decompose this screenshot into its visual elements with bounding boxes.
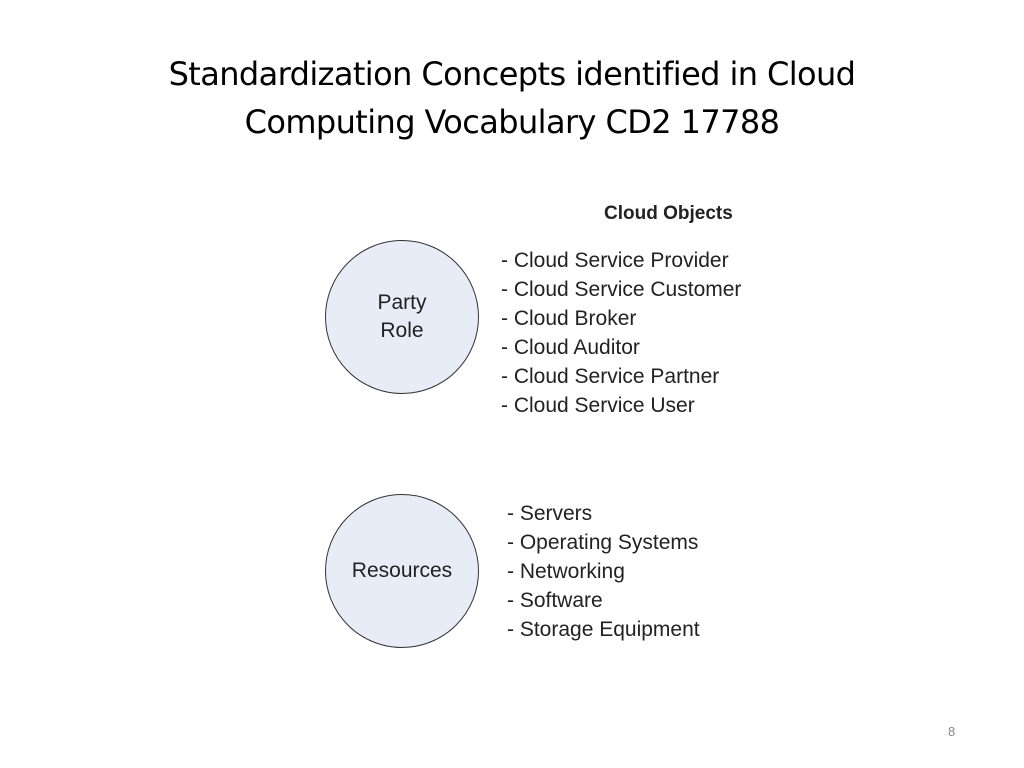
party-role-label-line-1: Party xyxy=(377,291,427,314)
list-item: - Storage Equipment xyxy=(507,618,700,641)
page-number: 8 xyxy=(948,724,956,739)
list-item: - Cloud Service Partner xyxy=(501,365,720,388)
resources-label: Resources xyxy=(351,559,453,582)
resources-list: - Servers - Operating Systems - Networki… xyxy=(507,499,700,644)
cloud-objects-heading: Cloud Objects xyxy=(604,203,733,224)
list-item: - Cloud Auditor xyxy=(501,336,640,359)
list-item: - Software xyxy=(507,589,603,612)
list-item: - Servers xyxy=(507,502,593,525)
party-role-circle: Party Role xyxy=(325,240,479,394)
slide-title: Standardization Concepts identified in C… xyxy=(90,50,934,146)
list-item: - Cloud Service Provider xyxy=(501,249,729,272)
list-item: - Operating Systems xyxy=(507,531,699,554)
list-item: - Cloud Service Customer xyxy=(501,278,742,301)
list-item: - Networking xyxy=(507,560,625,583)
slide-title-line-2: Computing Vocabulary CD2 17788 xyxy=(244,103,780,141)
list-item: - Cloud Broker xyxy=(501,307,637,330)
resources-circle: Resources xyxy=(325,494,479,648)
slide-title-line-1: Standardization Concepts identified in C… xyxy=(168,55,856,93)
party-role-label-line-2: Role xyxy=(380,319,424,342)
party-role-list: - Cloud Service Provider - Cloud Service… xyxy=(501,246,741,420)
list-item: - Cloud Service User xyxy=(501,394,695,417)
